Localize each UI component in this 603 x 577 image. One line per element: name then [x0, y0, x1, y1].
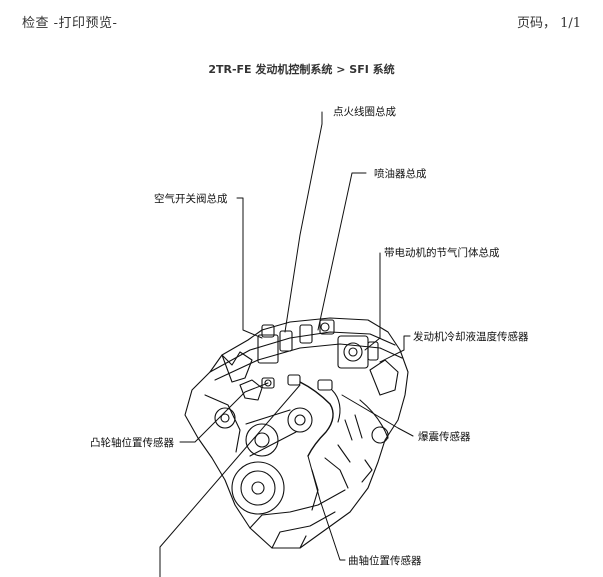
page-number: 页码， 1/1 — [516, 16, 581, 31]
label-camshaft-sensor: 凸轮轴位置传感器 — [90, 437, 174, 449]
label-coolant-temp-sensor: 发动机冷却液温度传感器 — [413, 331, 529, 343]
label-ignition-coil: 点火线圈总成 — [333, 106, 396, 118]
header-left-text: 检查 -打印预览- — [22, 16, 118, 31]
label-air-switch-valve: 空气开关阀总成 — [154, 193, 228, 205]
label-injector: 喷油器总成 — [374, 168, 427, 180]
diagram-title: 2TR-FE 发动机控制系统 > SFI 系统 — [208, 63, 395, 76]
engine-illustration — [184, 317, 409, 549]
leader-lines — [159, 111, 414, 577]
label-crankshaft-sensor: 曲轴位置传感器 — [348, 555, 422, 567]
label-throttle-body: 带电动机的节气门体总成 — [384, 247, 500, 259]
label-knock-sensor: 爆震传感器 — [418, 431, 471, 443]
